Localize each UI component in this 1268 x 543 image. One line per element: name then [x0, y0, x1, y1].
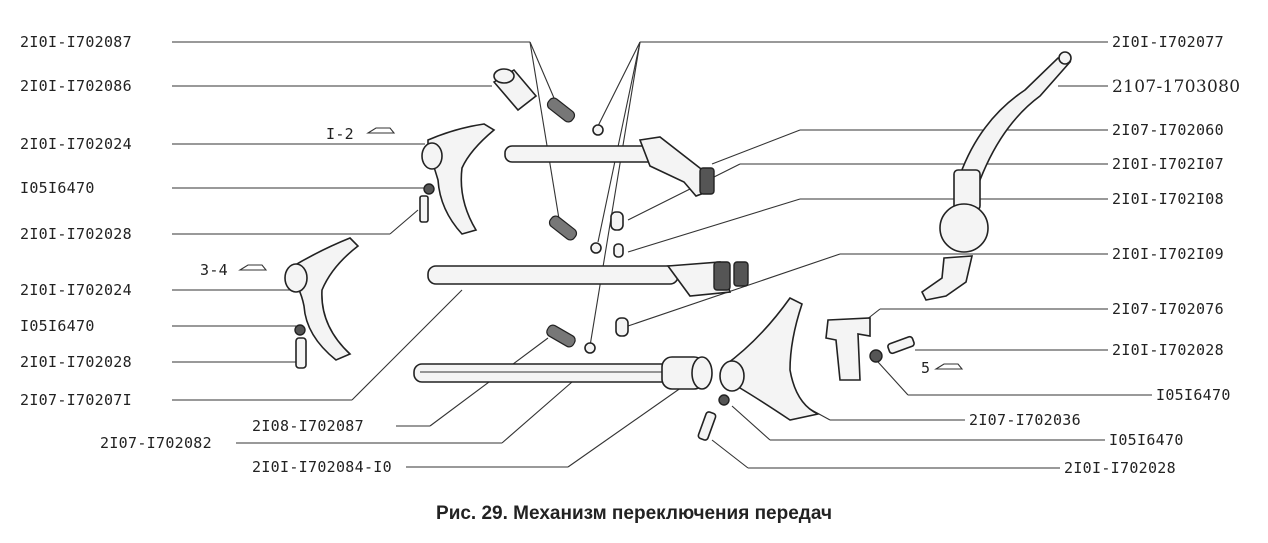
label-bottom-1: 2I08-I702087 [252, 417, 364, 435]
label-left-4: I05I6470 [20, 179, 95, 197]
gear-mark-i-2: I-2 [326, 125, 354, 143]
label-left-7: I05I6470 [20, 317, 95, 335]
label-left-6: 2I0I-I702024 [20, 281, 132, 299]
label-right-1: 2I0I-I702077 [1112, 33, 1224, 51]
fork-3-4 [289, 237, 360, 361]
lever-5-bolt [887, 335, 915, 355]
fork-5 [722, 296, 821, 421]
right-labels: 2I0I-I702077 2107-1703080 2I07-I702060 2… [969, 33, 1240, 477]
figure-caption: Рис. 29. Механизм переключения передач [436, 503, 832, 524]
gear-marks: I-2 3-4 5 [200, 125, 964, 377]
bushing-top-face [493, 68, 515, 84]
spring-upper [546, 97, 576, 123]
rod-3-4 [427, 265, 679, 285]
bushing-bottom-face [691, 356, 713, 390]
fork-i-2-hub [421, 142, 443, 170]
rod-i-2-head [699, 167, 715, 195]
fork-5-hub [719, 360, 745, 392]
rod-3-4-head-a [713, 261, 731, 291]
car-icon-i-2 [366, 127, 396, 134]
label-right-6: 2I0I-I702I09 [1112, 245, 1224, 263]
car-icon-5 [934, 363, 964, 370]
label-right-11: I05I6470 [1109, 431, 1184, 449]
ball-lower [584, 342, 596, 354]
label-bottom-3: 2I0I-I702084-I0 [252, 458, 392, 476]
lever-5 [825, 317, 871, 381]
label-left-5: 2I0I-I702028 [20, 225, 132, 243]
spring-middle [548, 215, 578, 241]
label-right-2: 2107-1703080 [1112, 77, 1240, 97]
pin-small [613, 243, 624, 258]
ball-upper [592, 124, 604, 136]
fork-3-4-bolt [295, 337, 307, 369]
label-right-12: 2I0I-I702028 [1064, 459, 1176, 477]
label-left-2: 2I0I-I702086 [20, 77, 132, 95]
fork-i-2 [427, 123, 496, 235]
leader-lines [172, 41, 1152, 469]
label-right-8: 2I0I-I702028 [1112, 341, 1224, 359]
ball-middle [590, 242, 602, 254]
rod-3-4-head-b [733, 261, 749, 287]
gear-lever-rod [958, 57, 1072, 181]
bottom-labels: 2I08-I702087 2I07-I702082 2I0I-I702084-I… [100, 417, 392, 476]
rod-5 [413, 363, 685, 383]
fork-3-4-hub [284, 263, 308, 293]
label-left-3: 2I0I-I702024 [20, 135, 132, 153]
label-left-9: 2I07-I70207I [20, 391, 132, 409]
label-right-7: 2I07-I702076 [1112, 300, 1224, 318]
left-labels: 2I0I-I702087 2I0I-I702086 2I0I-I702024 I… [20, 33, 132, 409]
pin-upper [610, 211, 624, 231]
lever-5-washer [869, 349, 883, 363]
label-left-8: 2I0I-I702028 [20, 353, 132, 371]
label-right-3: 2I07-I702060 [1112, 121, 1224, 139]
fork-3-4-washer [294, 324, 306, 336]
rod-i-2 [504, 145, 656, 163]
label-bottom-2: 2I07-I702082 [100, 434, 212, 452]
gear-mark-3-4: 3-4 [200, 261, 228, 279]
fork-5-washer [718, 394, 730, 406]
gear-lever-ball [939, 203, 989, 253]
gear-lever-tip [1058, 51, 1072, 65]
fork-5-bolt [697, 411, 717, 441]
pin-lower [615, 317, 629, 337]
spring-lower [546, 324, 576, 348]
gear-lever-finger [920, 255, 974, 301]
label-right-9: I05I6470 [1156, 386, 1231, 404]
fork-i-2-washer [423, 183, 435, 195]
label-right-10: 2I07-I702036 [969, 411, 1081, 429]
gear-shift-parts [284, 51, 1072, 441]
label-right-5: 2I0I-I702I08 [1112, 190, 1224, 208]
car-icon-3-4 [238, 264, 268, 271]
label-left-1: 2I0I-I702087 [20, 33, 132, 51]
gear-mark-5: 5 [921, 359, 930, 377]
fork-i-2-bolt [419, 195, 429, 223]
label-right-4: 2I0I-I702I07 [1112, 155, 1224, 173]
